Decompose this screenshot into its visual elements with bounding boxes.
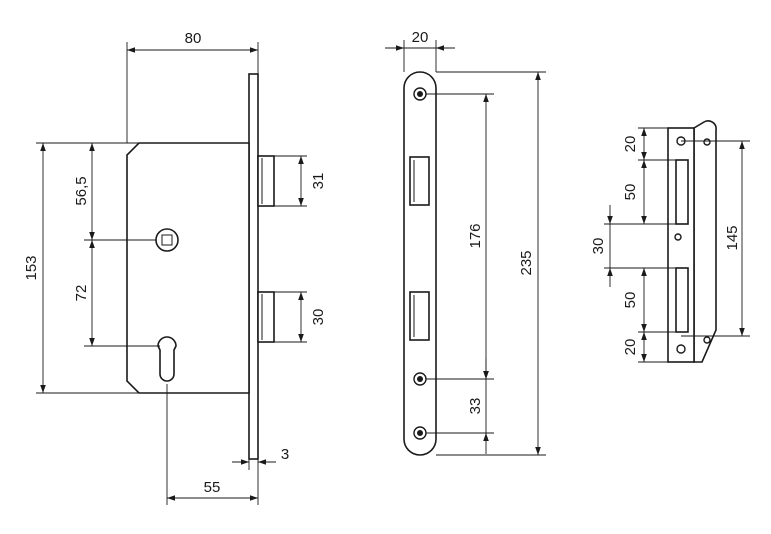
- dim-faceplate-length: 235: [518, 250, 535, 275]
- forend-plate: [248, 73, 259, 460]
- dim-strike-gap: 30: [590, 238, 607, 255]
- latch-opening: [409, 156, 430, 206]
- dead-bolt: [257, 291, 275, 343]
- dim-strike-bottom: 20: [622, 339, 639, 356]
- dim-spindle-offset: 56,5: [73, 176, 90, 205]
- strike-dimensions: 20 50 30 50 20 145: [590, 127, 750, 363]
- dim-faceplate-width: 20: [412, 29, 429, 46]
- bolt-opening: [409, 291, 430, 341]
- faceplate-view: [403, 71, 437, 456]
- lock-dimensions: 80 153 56,5 72 31 30 55 3: [23, 30, 327, 505]
- dim-latch-height: 31: [310, 173, 327, 190]
- strike-latch-opening: [675, 159, 689, 225]
- dim-strike-bolt-opening: 50: [622, 292, 639, 309]
- dim-spindle-to-cylinder: 72: [73, 285, 90, 302]
- strike-plate-view: [667, 120, 717, 363]
- dim-strike-top: 20: [622, 136, 639, 153]
- dim-strike-hole-spacing: 145: [724, 225, 741, 250]
- dim-hole-spacing: 176: [467, 223, 484, 248]
- faceplate-dimensions: 20 176 33 235: [385, 29, 546, 456]
- cylinder-cutout: [157, 336, 177, 382]
- strike-bolt-opening: [675, 267, 689, 333]
- strike-lip: [693, 120, 717, 363]
- lock-case: [126, 142, 250, 394]
- spindle-square-icon: [161, 234, 173, 246]
- dim-lock-height: 153: [23, 255, 40, 280]
- faceplate: [403, 71, 437, 456]
- dim-bottom-hole-spacing: 33: [467, 398, 484, 415]
- dim-cylinder-backset: 55: [204, 479, 221, 496]
- dim-strike-latch-opening: 50: [622, 184, 639, 201]
- dim-lock-depth: 80: [185, 30, 202, 47]
- spindle-follower: [155, 228, 179, 252]
- lock-body-view: [126, 73, 275, 460]
- dim-forend-thickness: 3: [281, 446, 289, 463]
- dim-bolt-height: 30: [310, 309, 327, 326]
- latch-bolt: [257, 155, 275, 207]
